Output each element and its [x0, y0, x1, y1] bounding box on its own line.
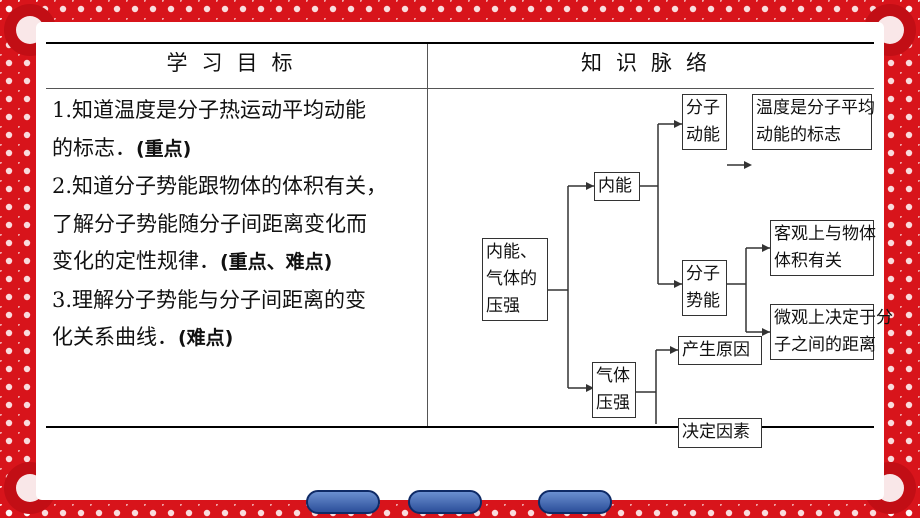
node-ke-line1: 分子: [686, 98, 720, 118]
objectives-table: 学习目标 知识脉络 1.知道温度是分子热运动平均动能的标志．(重点)2.知道分子…: [46, 42, 893, 448]
node-root-line2: 气体的: [486, 269, 537, 289]
prev-button[interactable]: [306, 490, 380, 514]
node-micro-description: 微观上决定于分 子之间的距离: [770, 304, 893, 360]
goal-text: 2.知道分子势能跟物体的体积有关，: [52, 174, 388, 198]
node-ke-desc-line2: 动能的标志: [756, 125, 841, 145]
node-pe-line1: 分子: [686, 264, 720, 284]
home-button[interactable]: [408, 490, 482, 514]
knowledge-map: 内能、 气体的 压强 内能 分子 动能 温度是分子平均 动能的标志 分子 势能 …: [428, 88, 893, 448]
goal-text: 3.理解分子势能与分子间距离的变: [52, 287, 367, 312]
node-root: 内能、 气体的 压强: [482, 238, 548, 321]
node-macro-line2: 体积有关: [774, 251, 842, 271]
node-cause: 产生原因: [678, 336, 762, 365]
goal-text: 的标志．: [52, 135, 136, 160]
node-ke-description: 温度是分子平均 动能的标志: [752, 94, 875, 150]
goal-line: 了解分子势能随分子间距离变化而: [52, 206, 422, 244]
node-macro-line1: 客观上与物体: [774, 224, 876, 244]
node-molecular-pe: 分子 势能: [682, 260, 727, 316]
node-gas-line2: 压强: [596, 393, 630, 413]
goal-emphasis: (重点): [136, 137, 192, 160]
goal-line: 1.知道温度是分子热运动平均动能: [52, 92, 422, 130]
node-inner-energy: 内能: [594, 172, 640, 201]
node-ke-desc-line1: 温度是分子平均: [756, 98, 875, 118]
goal-text: 变化的定性规律．: [52, 249, 220, 273]
node-root-line3: 压强: [486, 296, 520, 316]
node-molecular-ke: 分子 动能: [682, 94, 727, 150]
node-pe-line2: 势能: [686, 291, 720, 311]
goal-emphasis: (难点): [178, 327, 234, 349]
node-micro-line2: 子之间的距离: [774, 335, 876, 355]
goal-line: 2.知道分子势能跟物体的体积有关，: [52, 168, 422, 206]
goal-text: 了解分子势能随分子间距离变化而: [52, 211, 367, 236]
learning-goals-text: 1.知道温度是分子热运动平均动能的标志．(重点)2.知道分子势能跟物体的体积有关…: [52, 92, 422, 358]
node-gas-line1: 气体: [596, 366, 630, 386]
next-button[interactable]: [538, 490, 612, 514]
header-learning-goals: 学习目标: [166, 51, 307, 75]
table-header: 学习目标 知识脉络: [46, 44, 874, 89]
header-knowledge-map: 知识脉络: [581, 51, 721, 75]
node-ke-line2: 动能: [686, 125, 720, 145]
node-macro-description: 客观上与物体 体积有关: [770, 220, 876, 276]
node-micro-line1: 微观上决定于分: [774, 308, 893, 328]
goal-emphasis: (重点、难点): [220, 251, 333, 273]
goal-line: 3.理解分子势能与分子间距离的变: [52, 282, 422, 320]
goal-line: 变化的定性规律．(重点、难点): [52, 243, 422, 282]
map-connectors: [548, 120, 770, 424]
node-root-line1: 内能、: [486, 242, 537, 262]
goal-line: 化关系曲线．(难点): [52, 319, 422, 358]
node-factors: 决定因素: [678, 418, 762, 448]
goal-line: 的标志．(重点): [52, 130, 422, 169]
column-divider: [427, 44, 428, 426]
node-gas-pressure: 气体 压强: [592, 362, 636, 418]
goal-text: 化关系曲线．: [52, 325, 178, 349]
goal-text: 1.知道温度是分子热运动平均动能: [52, 98, 367, 122]
